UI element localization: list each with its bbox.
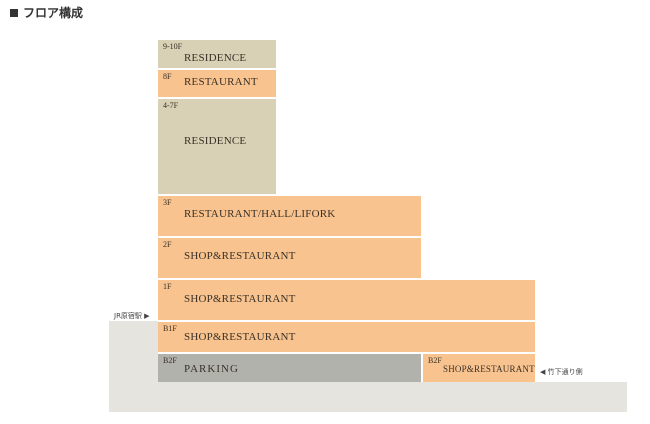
floor-2f: 2F SHOP&RESTAURANT [158, 238, 421, 278]
floor-name: RESIDENCE [184, 135, 247, 147]
floor-9-10f: 9-10F RESIDENCE [158, 40, 276, 68]
takeshita-street-label: ◀ 竹下通り側 [540, 368, 583, 376]
ground-base [109, 382, 627, 412]
floor-number: 4-7F [163, 101, 179, 110]
section-title: フロア構成 [10, 4, 83, 21]
floor-4-7f: 4-7F RESIDENCE [158, 99, 276, 194]
floor-b2f-shop: B2F SHOP&RESTAURANT [423, 354, 535, 382]
floor-number: 1F [163, 282, 172, 291]
floor-8f: 8F RESTAURANT [158, 70, 276, 97]
floor-3f: 3F RESTAURANT/HALL/LIFORK [158, 196, 421, 236]
ground-upper-left [109, 321, 158, 383]
square-bullet-icon [10, 9, 18, 17]
floor-number: 2F [163, 240, 172, 249]
section-title-text: フロア構成 [23, 6, 84, 20]
floor-name: PARKING [184, 363, 239, 375]
floor-b2f-parking: B2F PARKING [158, 354, 421, 382]
floor-number: B2F [163, 356, 177, 365]
floor-name: RESTAURANT/HALL/LIFORK [184, 208, 336, 220]
floor-name: RESIDENCE [184, 52, 247, 64]
floor-name: SHOP&RESTAURANT [443, 364, 535, 374]
floor-number: 8F [163, 72, 172, 81]
floor-name: SHOP&RESTAURANT [184, 293, 296, 305]
floor-name: RESTAURANT [184, 76, 258, 88]
floor-name: SHOP&RESTAURANT [184, 331, 296, 343]
jr-harajuku-station-label: JR原宿駅 ▶ [114, 312, 150, 320]
floor-number: B1F [163, 324, 177, 333]
floor-b1f: B1F SHOP&RESTAURANT [158, 322, 535, 352]
floor-number: 3F [163, 198, 172, 207]
floor-1f: 1F SHOP&RESTAURANT [158, 280, 535, 320]
floor-number: B2F [428, 356, 442, 365]
floor-name: SHOP&RESTAURANT [184, 250, 296, 262]
floor-number: 9-10F [163, 42, 183, 51]
